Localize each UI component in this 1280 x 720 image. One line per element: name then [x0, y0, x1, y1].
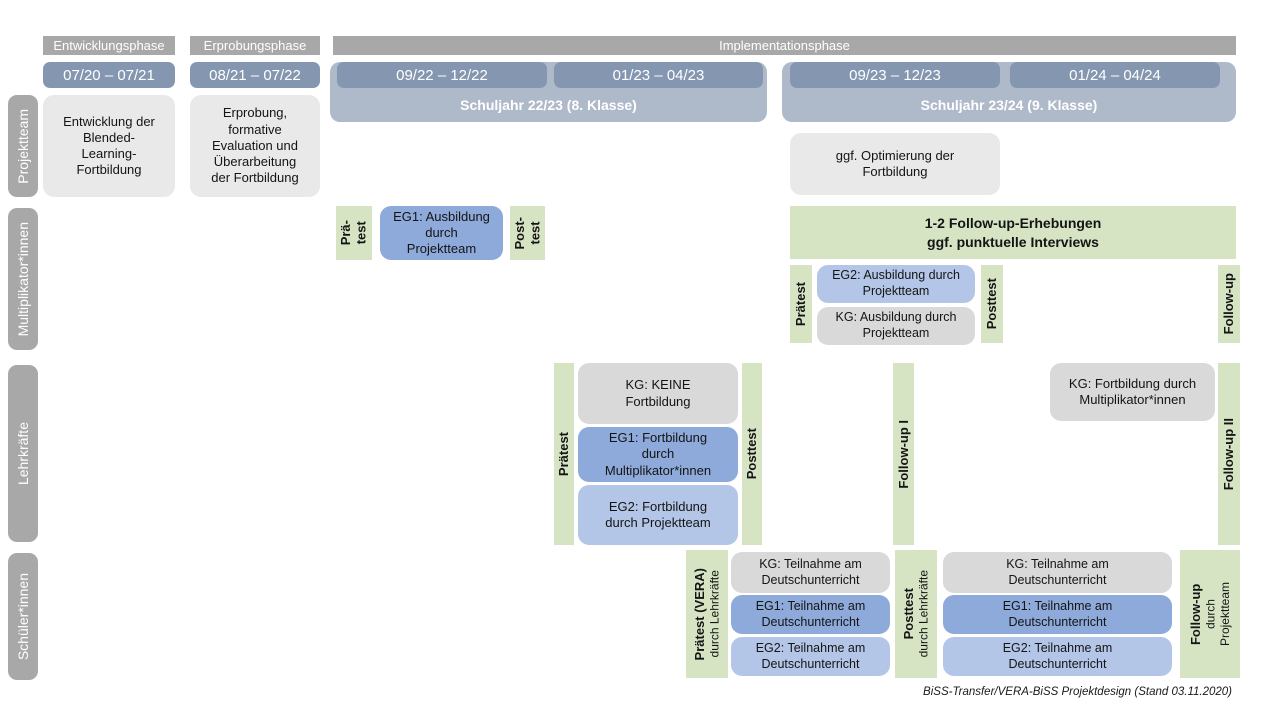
box-kg-fortbildung-multiplikatoren: KG: Fortbildung durch Multiplikator*inne…	[1050, 363, 1215, 421]
bar-praetest-vera-sub-text: durch Lehrkräfte	[707, 570, 722, 658]
bar-praetest-vera-main-text: Prätest (VERA)	[692, 567, 707, 661]
date-bar-0821-0722: 08/21 – 07/22	[190, 62, 320, 88]
bar-posttest-multiplikatoren-1-text: Post- test	[511, 216, 543, 250]
bar-followup-2-lehrkraefte-text: Follow-up II	[1221, 417, 1237, 491]
date-bar-0922-1222: 09/22 – 12/22	[337, 62, 547, 88]
bar-followup-schueler-main-text: Follow-up	[1187, 583, 1203, 645]
bar-praetest-multiplikatoren-2: Prätest	[790, 265, 812, 343]
box-eg2-teilnahme-right: EG2: Teilnahme am Deutschunterricht	[943, 637, 1172, 676]
box-kg-teilnahme-right: KG: Teilnahme am Deutschunterricht	[943, 552, 1172, 593]
date-bar-0720-0721: 07/20 – 07/21	[43, 62, 175, 88]
row-label-projektteam: Projektteam	[8, 95, 38, 197]
box-kg-teilnahme-left: KG: Teilnahme am Deutschunterricht	[731, 552, 890, 593]
bar-praetest-multiplikatoren-1-text: Prä- test	[338, 220, 369, 246]
bar-praetest-multiplikatoren-2-text: Prätest	[793, 281, 809, 327]
row-label-schuelerinnen: Schüler*innen	[8, 553, 38, 680]
bar-followup-2-lehrkraefte: Follow-up II	[1218, 363, 1240, 545]
schuljahr-2223-label: Schuljahr 22/23 (8. Klasse)	[460, 97, 637, 113]
box-entwicklung-fortbildung: Entwicklung der Blended- Learning- Fortb…	[43, 95, 175, 197]
box-eg2-fortbildung-projektteam: EG2: Fortbildung durch Projektteam	[578, 485, 738, 545]
bar-posttest-multiplikatoren-2: Posttest	[981, 265, 1003, 343]
bar-followup-schueler: Follow-up durch Projektteam	[1180, 550, 1240, 678]
bar-posttest-lehrkraefte: Posttest	[742, 363, 762, 545]
bar-followup-1-lehrkraefte-text: Follow-up I	[895, 419, 911, 489]
bar-posttest-schueler-main-text: Posttest	[901, 588, 916, 640]
phase-header-implementationsphase: Implementationsphase	[333, 36, 1236, 55]
box-kg-ausbildung-projektteam: KG: Ausbildung durch Projektteam	[817, 307, 975, 345]
bar-praetest-multiplikatoren-1: Prä- test	[336, 206, 372, 260]
box-eg1-ausbildung-projektteam: EG1: Ausbildung durch Projektteam	[380, 206, 503, 260]
bar-posttest-schueler-sub-text: durch Lehrkräfte	[916, 570, 931, 658]
phase-header-erprobungsphase: Erprobungsphase	[190, 36, 320, 55]
bar-posttest-multiplikatoren-1: Post- test	[510, 206, 545, 260]
bar-followup-schueler-sub2-text: Projektteam	[1217, 581, 1232, 647]
row-label-projektteam-text: Projektteam	[14, 108, 31, 184]
bar-followup-1-lehrkraefte: Follow-up I	[893, 363, 914, 545]
phase-header-entwicklungsphase: Entwicklungsphase	[43, 36, 175, 55]
bar-followup-multiplikatoren: Follow-up	[1218, 265, 1240, 343]
box-eg1-teilnahme-right: EG1: Teilnahme am Deutschunterricht	[943, 595, 1172, 634]
schuljahr-2324-label: Schuljahr 23/24 (9. Klasse)	[920, 97, 1098, 113]
box-eg1-fortbildung-multiplikatoren: EG1: Fortbildung durch Multiplikator*inn…	[578, 427, 738, 482]
box-eg2-ausbildung-projektteam: EG2: Ausbildung durch Projektteam	[817, 265, 975, 303]
box-eg1-teilnahme-left: EG1: Teilnahme am Deutschunterricht	[731, 595, 890, 634]
box-kg-keine-fortbildung: KG: KEINE Fortbildung	[578, 363, 738, 424]
bar-followup-erhebungen: 1-2 Follow-up-Erhebungen ggf. punktuelle…	[790, 206, 1236, 259]
row-label-lehrkraefte-text: Lehrkräfte	[14, 421, 31, 486]
date-bar-0123-0423: 01/23 – 04/23	[554, 62, 763, 88]
box-erprobung-evaluation: Erprobung, formative Evaluation und Über…	[190, 95, 320, 197]
bar-posttest-multiplikatoren-2-text: Posttest	[984, 278, 1000, 330]
bar-followup-multiplikatoren-text: Follow-up	[1221, 273, 1237, 335]
row-label-schuelerinnen-text: Schüler*innen	[14, 572, 31, 661]
bar-followup-schueler-sub1-text: durch	[1203, 598, 1218, 630]
date-bar-0124-0424: 01/24 – 04/24	[1010, 62, 1220, 88]
date-bar-0923-1223: 09/23 – 12/23	[790, 62, 1000, 88]
box-eg2-teilnahme-left: EG2: Teilnahme am Deutschunterricht	[731, 637, 890, 676]
bar-praetest-lehrkraefte-text: Prätest	[556, 431, 572, 477]
box-optimierung-fortbildung: ggf. Optimierung der Fortbildung	[790, 133, 1000, 195]
bar-praetest-vera-schueler: Prätest (VERA) durch Lehrkräfte	[686, 550, 728, 678]
row-label-lehrkraefte: Lehrkräfte	[8, 365, 38, 542]
row-label-multiplikatorinnen: Multiplikator*innen	[8, 208, 38, 350]
row-label-multiplikatorinnen-text: Multiplikator*innen	[14, 221, 31, 337]
bar-posttest-lehrkraefte-text: Posttest	[744, 428, 760, 480]
bar-posttest-schueler: Posttest durch Lehrkräfte	[895, 550, 937, 678]
bar-praetest-lehrkraefte: Prätest	[554, 363, 574, 545]
diagram-caption: BiSS-Transfer/VERA-BiSS Projektdesign (S…	[923, 686, 1232, 698]
